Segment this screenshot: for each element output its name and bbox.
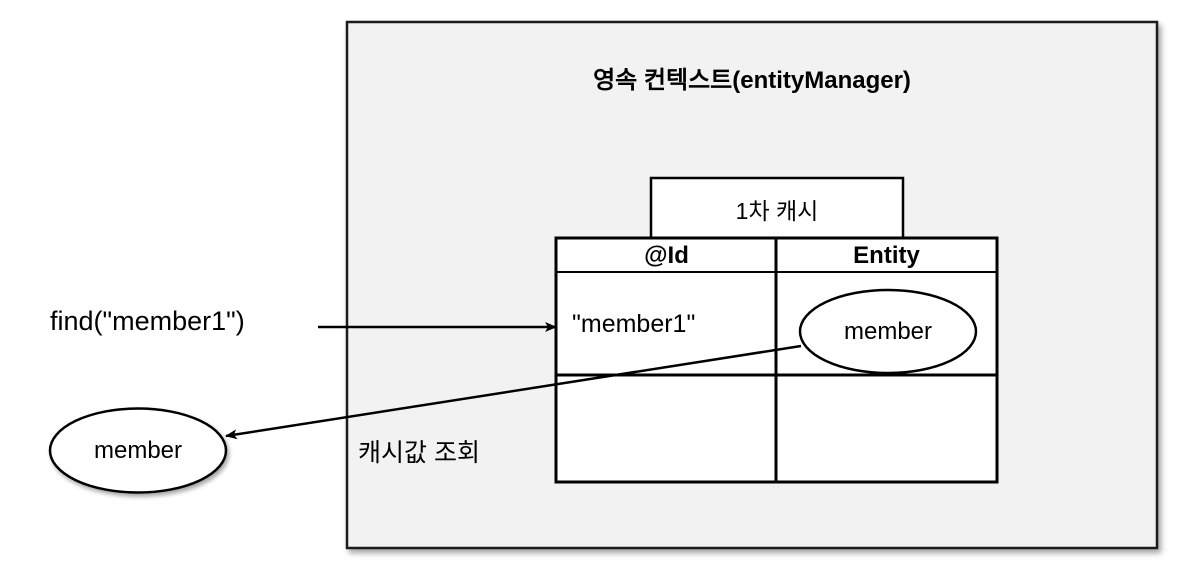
cache-hit-label: 캐시값 조회 <box>358 439 480 467</box>
cache-tab-box <box>649 176 905 242</box>
result-node-ellipse <box>48 407 228 494</box>
cache-tab-label: 1차 캐시 <box>735 198 819 224</box>
cache-table-header-id: @Id <box>644 242 689 269</box>
cache-hit-edge <box>225 344 802 440</box>
cache-table-header-entity: Entity <box>853 242 920 269</box>
entity-node-label: member <box>843 317 933 345</box>
find-call-label: find("member1") <box>50 306 245 336</box>
result-node-label: member <box>93 437 183 464</box>
cache-table-cell-id: "member1" <box>572 310 696 338</box>
entity-node-ellipse <box>798 288 978 375</box>
persistence-context-title: 영속 컨텍스트(entityManager) <box>593 66 911 94</box>
